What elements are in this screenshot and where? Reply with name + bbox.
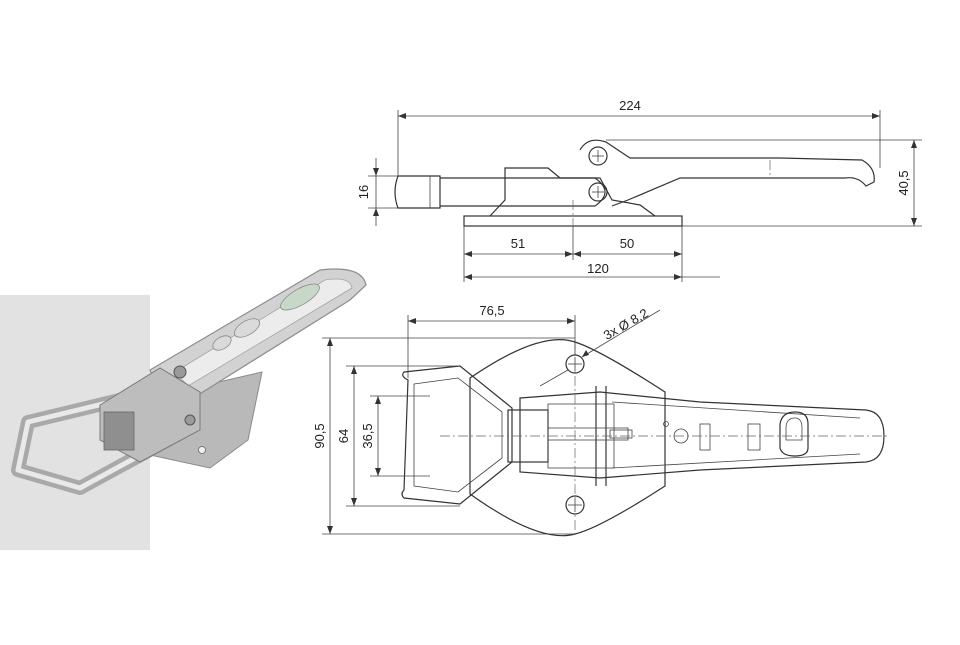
dim-hole-offset: 76,5 xyxy=(479,303,504,318)
side-view: 224 16 40,5 51 50 120 xyxy=(356,98,922,282)
side-handle xyxy=(579,139,875,207)
dim-height-total: 90,5 xyxy=(312,423,327,448)
top-view: 76,5 3x Ø 8,2 90,5 64 36,5 xyxy=(312,303,890,537)
dim-base-total: 120 xyxy=(587,261,609,276)
dim-overall-length: 224 xyxy=(619,98,641,113)
top-handle xyxy=(519,391,885,479)
top-handle-slot xyxy=(779,411,809,457)
dim-base-left: 51 xyxy=(511,236,525,251)
side-link xyxy=(440,177,606,207)
dim-height-right: 40,5 xyxy=(896,170,911,195)
dim-height-inner: 36,5 xyxy=(360,423,375,448)
product-photo xyxy=(0,268,367,550)
side-bracket xyxy=(489,167,656,217)
side-hook xyxy=(394,175,441,209)
dim-height-left: 16 xyxy=(356,185,371,199)
top-hole-lower xyxy=(565,495,585,515)
dim-height-mid: 64 xyxy=(336,429,351,443)
top-wire-loop xyxy=(401,365,513,505)
top-base-plate xyxy=(469,339,666,537)
dim-hole-spec: 3x Ø 8,2 xyxy=(601,305,651,343)
dim-base-right: 50 xyxy=(620,236,634,251)
